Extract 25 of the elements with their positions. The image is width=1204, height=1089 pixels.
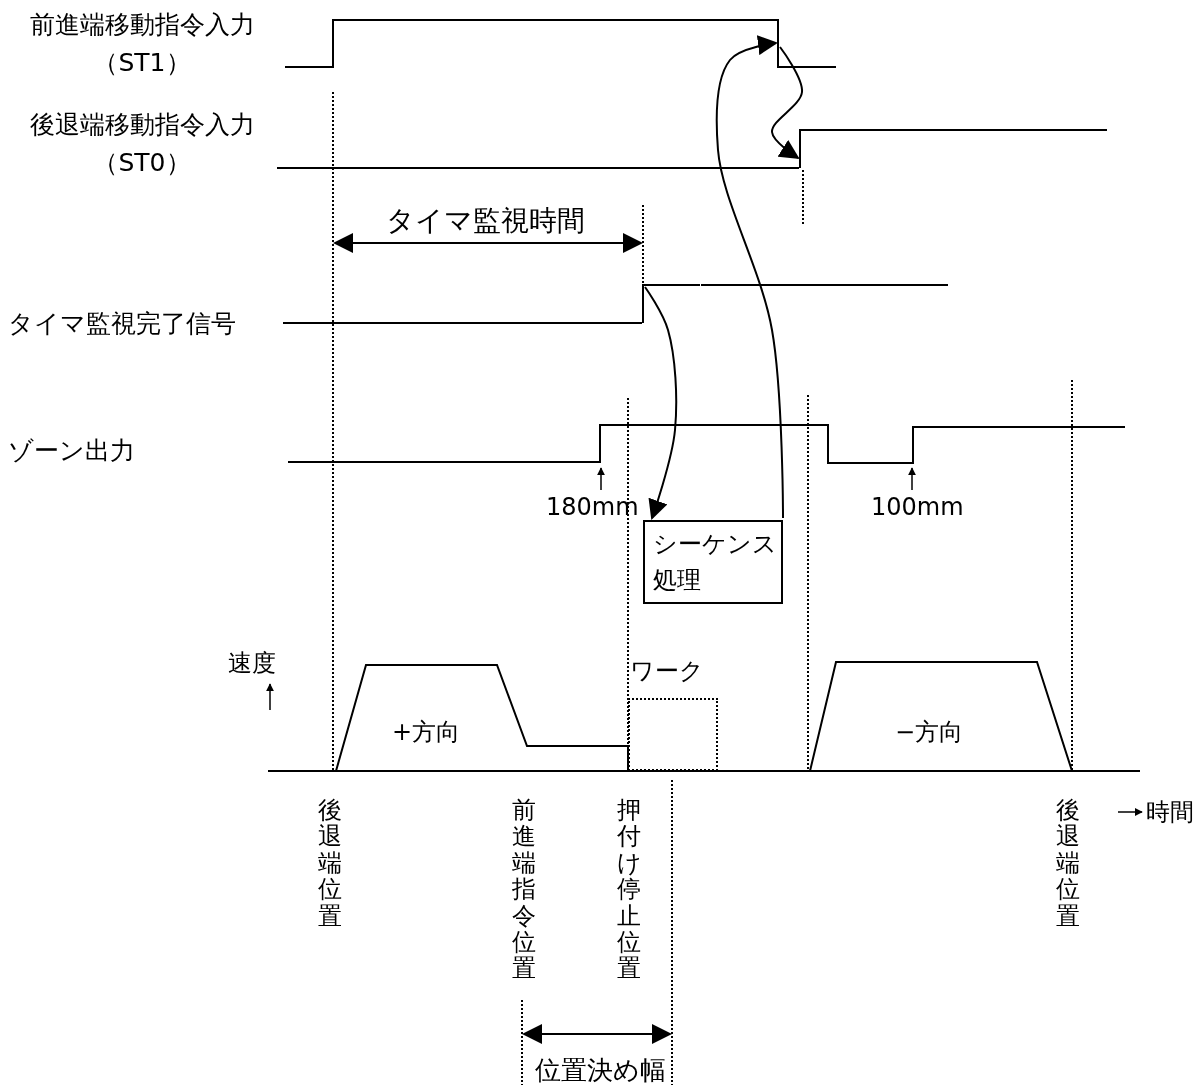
signal-name: 前進端移動指令入力（ST1） [28,9,256,79]
signal-name: 後退端移動指令入力（ST0） [28,109,256,179]
curved-arrow [715,35,784,519]
signal-waveform [642,284,701,324]
signal-waveform [799,129,1108,169]
axis-label: 速度 [228,648,276,678]
signal-name: ゾーン出力 [8,436,135,466]
signal-waveform [284,19,837,68]
position-label: 押付け停止位置 [617,797,641,982]
curved-arrow [771,46,803,160]
direction-label: −方向 [895,717,964,747]
axis-label: 時間 [1146,797,1194,827]
process-box [643,520,783,604]
position-value: 100mm [871,492,964,522]
position-label: 後退端位置 [1056,797,1080,929]
position-label: 後退端位置 [318,797,342,929]
position-value: 180mm [546,492,639,522]
dimension-label: 位置決め幅 [535,1055,666,1085]
dimension-label: タイマ監視時間 [386,206,585,236]
direction-label: +方向 [392,717,461,747]
signal-name: タイマ監視完了信号 [8,309,236,339]
curved-arrow [644,286,678,520]
workpiece-label: ワーク [630,656,704,686]
process-label: シーケンス処理 [653,529,777,596]
position-label: 前進端指令位置 [512,797,536,982]
